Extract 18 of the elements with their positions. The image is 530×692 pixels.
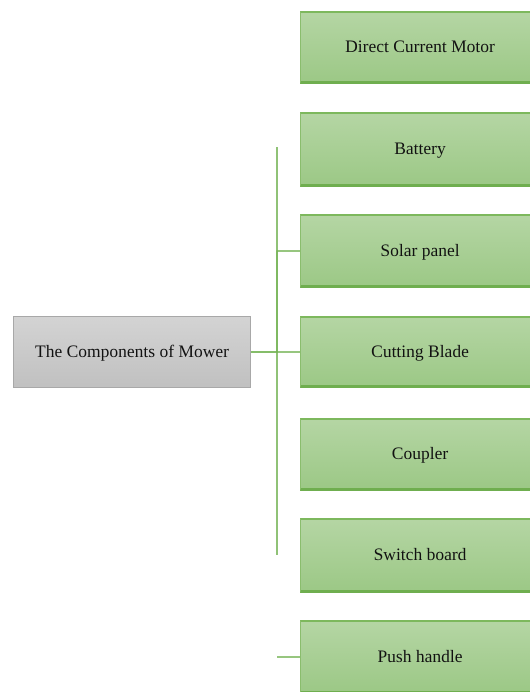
root-box <box>13 316 251 388</box>
connector-line <box>251 351 300 353</box>
component-box <box>300 214 530 288</box>
component-box <box>300 518 530 593</box>
box-label: Solar panel <box>380 238 460 262</box>
box-label: Direct Current Motor <box>345 35 495 58</box>
component-box <box>300 418 530 491</box>
box-label: Push handle <box>377 644 463 668</box>
component-box <box>300 11 530 84</box>
box-label: Battery <box>394 137 446 160</box>
connector-line <box>277 656 300 658</box>
box-label: Cutting Blade <box>371 340 469 363</box>
box-label: Coupler <box>392 442 448 466</box>
component-box <box>300 620 530 692</box>
box-label: Switch board <box>374 543 466 566</box>
component-box <box>300 316 530 388</box>
box-label: The Components of Mower <box>35 340 229 364</box>
component-box <box>300 112 530 187</box>
